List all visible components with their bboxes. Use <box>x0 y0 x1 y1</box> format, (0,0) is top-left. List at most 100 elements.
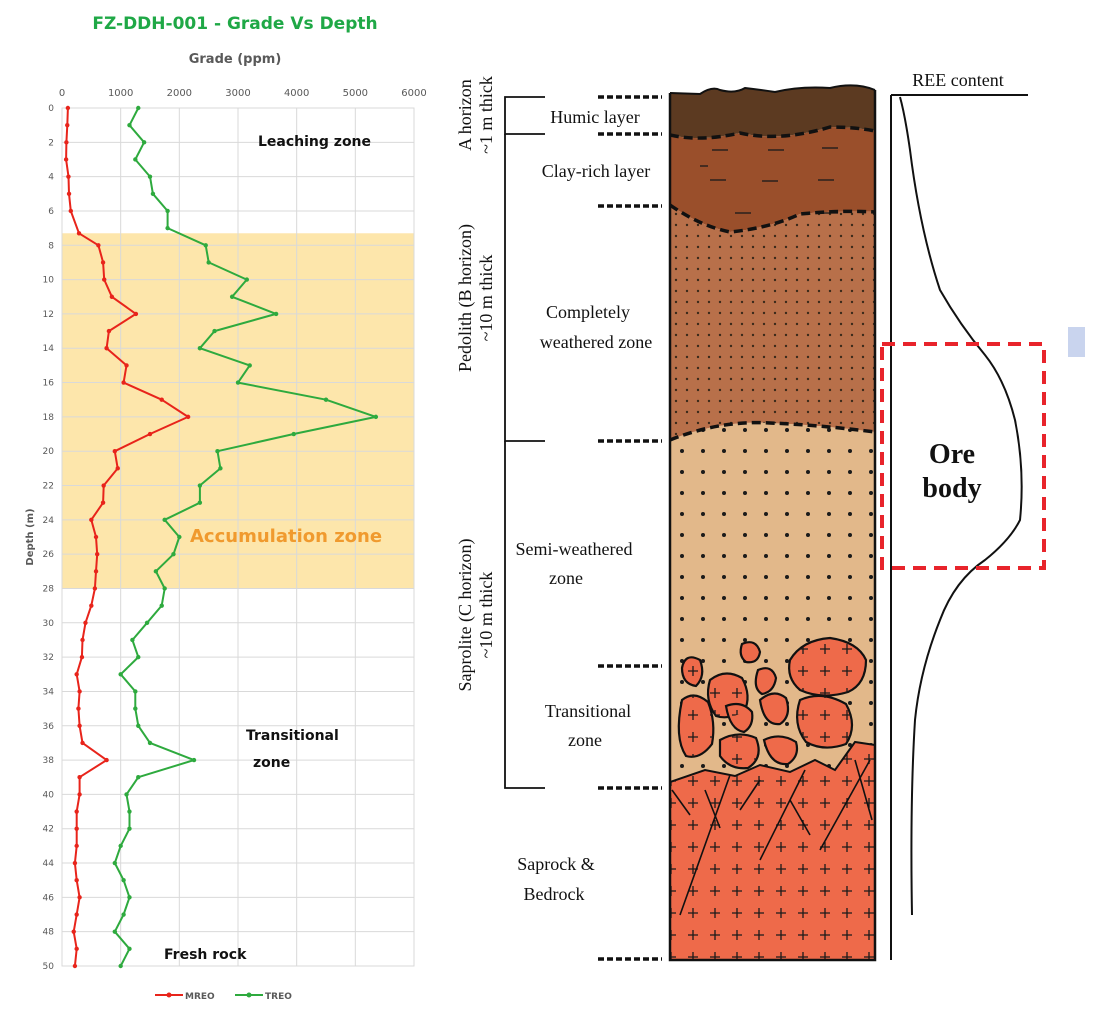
point-mreo <box>77 723 82 728</box>
label-semi-line1: Semi-weathered <box>516 539 633 559</box>
point-mreo <box>147 431 153 437</box>
point-mreo <box>104 346 109 351</box>
y-tick-label: 2 <box>48 138 54 148</box>
y-tick-label: 16 <box>43 379 55 389</box>
point-mreo <box>133 311 139 317</box>
point-mreo <box>65 122 70 128</box>
horizon-c-label: Saprolite (C horizon) <box>455 539 476 692</box>
x-tick-label: 1000 <box>108 88 133 99</box>
label-bedrock-line2: Bedrock <box>524 884 585 904</box>
scrollbar-thumb[interactable] <box>1068 327 1085 357</box>
point-mreo <box>68 208 74 214</box>
horizon-a-label: A horizon <box>455 79 475 151</box>
point-treo <box>291 431 296 437</box>
bedrock-cross-pattern <box>670 740 875 960</box>
clay-dash-marks <box>700 147 838 214</box>
ore-body-label-line2: body <box>922 473 981 504</box>
x-tick-label: 6000 <box>401 88 426 99</box>
point-treo <box>127 809 132 814</box>
ore-body-box <box>880 342 1046 570</box>
point-treo <box>191 757 197 763</box>
y-tick-label: 22 <box>43 482 54 492</box>
horizon-brackets <box>504 96 545 789</box>
x-tick-label: 3000 <box>225 88 250 99</box>
point-mreo <box>95 551 100 557</box>
ree-content-curve <box>899 96 1023 916</box>
horizon-c-thickness: ~10 m thick <box>476 572 496 659</box>
point-treo <box>373 414 379 420</box>
point-treo <box>197 346 203 351</box>
boundary-humic-clay <box>670 125 875 140</box>
y-tick-label: 0 <box>48 104 54 114</box>
point-mreo <box>63 157 69 162</box>
y-tick-label: 40 <box>43 790 55 800</box>
x-axis-title: Grade (ppm) <box>188 52 282 67</box>
point-mreo <box>72 963 78 969</box>
horizon-b-label: Pedolith (B horizon) <box>455 224 476 372</box>
label-clay-rich-layer: Clay-rich layer <box>542 161 650 181</box>
point-treo <box>323 397 329 402</box>
y-tick-label: 20 <box>43 447 55 457</box>
y-tick-label: 10 <box>43 276 55 286</box>
point-treo <box>136 654 141 660</box>
layer-humic <box>670 85 875 139</box>
point-mreo <box>100 500 106 505</box>
point-treo <box>127 946 132 952</box>
point-mreo <box>77 895 82 900</box>
ore-body-label-line1: Ore <box>929 439 975 470</box>
point-treo <box>206 260 211 265</box>
y-tick-label: 34 <box>43 687 55 697</box>
point-mreo <box>74 672 79 677</box>
point-mreo <box>64 140 69 145</box>
point-treo <box>159 603 164 608</box>
y-axis-title: Depth (m) <box>25 508 36 565</box>
point-treo <box>121 878 126 883</box>
point-treo <box>141 140 147 145</box>
y-tick-label: 14 <box>43 344 55 354</box>
horizon-tick-dashes <box>598 95 662 961</box>
point-mreo <box>77 775 82 780</box>
point-treo <box>165 208 170 214</box>
point-treo <box>273 311 279 317</box>
y-tick-label: 4 <box>48 173 54 183</box>
point-treo <box>150 191 156 196</box>
chart-title: FZ-DDH-001 - Grade Vs Depth <box>92 14 378 34</box>
layer-clay-rich <box>670 127 875 232</box>
y-tick-label: 48 <box>43 928 55 938</box>
label-semi-line2: zone <box>549 568 583 588</box>
point-treo <box>133 689 138 694</box>
boundary-completely-semi <box>670 420 875 442</box>
completely-weathered-dot-pattern <box>670 205 875 440</box>
point-treo <box>218 466 223 471</box>
label-completely-line1: Completely <box>546 302 630 322</box>
y-tick-label: 38 <box>43 756 55 766</box>
point-mreo <box>104 757 109 763</box>
point-treo <box>130 637 135 643</box>
point-mreo <box>66 191 72 196</box>
y-tick-label: 8 <box>48 241 54 251</box>
point-mreo <box>74 809 79 814</box>
point-mreo <box>109 294 115 299</box>
point-mreo <box>77 792 82 797</box>
annotation-accumulation-zone: Accumulation zone <box>190 526 382 547</box>
point-mreo <box>80 637 85 643</box>
y-tick-labels: 0246810121416182022242628303234363840424… <box>43 104 55 972</box>
point-treo <box>215 449 220 454</box>
y-tick-label: 44 <box>43 859 55 869</box>
y-tick-label: 30 <box>43 619 55 629</box>
point-mreo <box>121 380 126 385</box>
point-treo <box>133 706 138 711</box>
point-mreo <box>124 363 129 368</box>
y-tick-label: 36 <box>43 722 55 732</box>
point-treo <box>136 723 141 728</box>
point-treo <box>229 294 235 299</box>
point-mreo <box>66 174 71 179</box>
point-treo <box>127 122 132 128</box>
profile-column-outline <box>668 90 877 962</box>
point-treo <box>203 243 208 248</box>
point-mreo <box>72 860 78 866</box>
point-treo <box>165 225 170 231</box>
annotation-transitional-line2: zone <box>253 755 290 771</box>
